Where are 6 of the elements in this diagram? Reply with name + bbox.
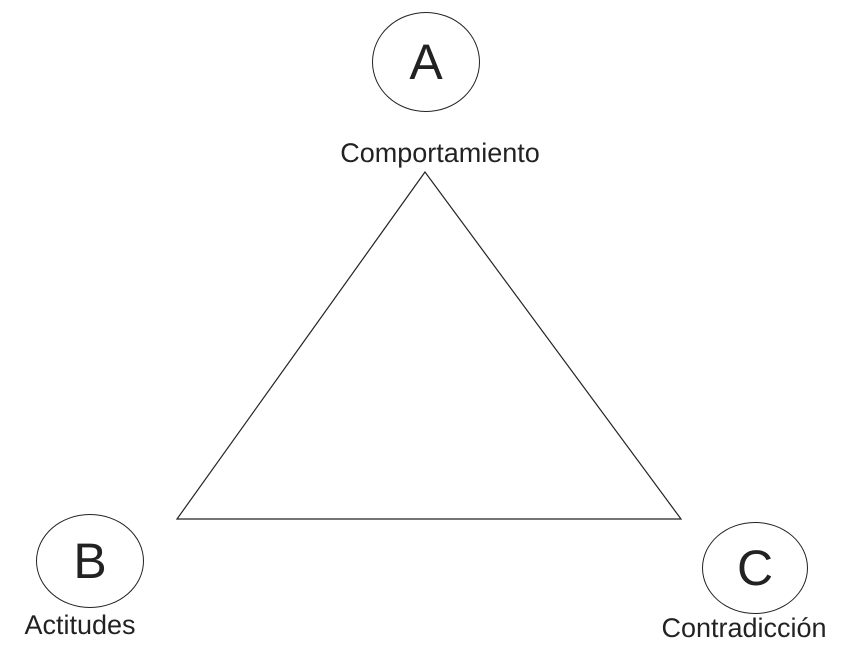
concept-label: Comportamiento [340, 138, 540, 169]
concept-label: Contradicción [661, 613, 827, 644]
letter-circle: C [702, 522, 808, 614]
letter-circle: A [372, 12, 480, 112]
letter-circle: B [36, 514, 144, 608]
concept-label: Actitudes [24, 610, 136, 641]
